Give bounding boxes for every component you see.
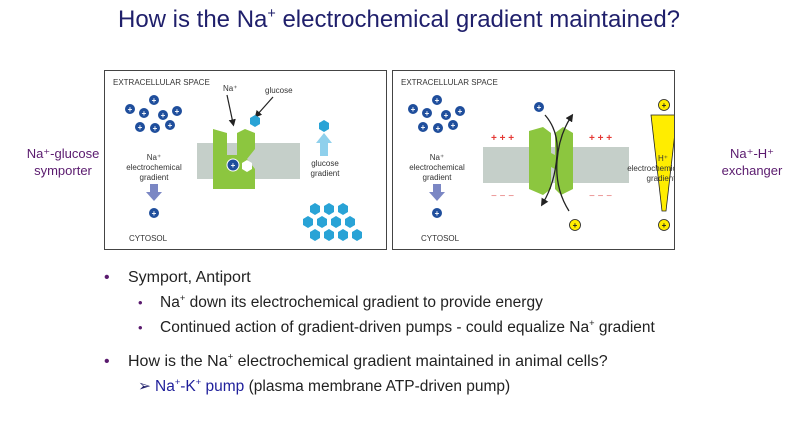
svg-text:+: + — [152, 96, 157, 105]
na-gradient-down-arrow — [429, 184, 445, 201]
h-ion-cytosol-bound — [569, 219, 581, 231]
svg-text:+: + — [421, 123, 426, 132]
plus-charges-right: + + + — [589, 133, 612, 144]
glucose-gradient-up-arrow — [316, 133, 332, 156]
na-ion-cluster — [407, 94, 466, 134]
symporter-diagram: EXTRACELLULAR SPACE CYTOSOL +++ +++ ++ N… — [104, 70, 387, 250]
na-label: Na⁺ — [223, 84, 237, 93]
glucose-gradient-line2: gradient — [311, 169, 341, 178]
glucose-cluster — [303, 203, 362, 241]
arrowhead-bullet-icon: ➢ — [138, 378, 151, 395]
bullet-symport-antiport: Symport, Antiport — [104, 266, 794, 290]
extracellular-space-label: EXTRACELLULAR SPACE — [401, 78, 498, 87]
na-gradient-line3: gradient — [140, 173, 170, 182]
svg-text:+: + — [411, 105, 416, 114]
bound-na-ion — [226, 158, 240, 172]
svg-text:+: + — [662, 101, 667, 110]
bullet-list: Symport, Antiport Na+ down its electroch… — [104, 266, 794, 399]
svg-text:+: + — [662, 221, 667, 230]
svg-text:+: + — [153, 124, 158, 133]
h-gradient-line2: electrochemical — [627, 164, 674, 173]
svg-text:+: + — [168, 121, 173, 130]
na-gradient-line2: electrochemical — [126, 163, 182, 172]
glucose-gradient-line1: glucose — [311, 159, 339, 168]
h-gradient-wedge — [650, 114, 674, 212]
exchanger-label: Na⁺-H⁺ exchanger — [721, 146, 783, 178]
h-ion-top — [658, 99, 670, 111]
svg-text:+: + — [444, 111, 449, 120]
extracellular-space-label: EXTRACELLULAR SPACE — [113, 78, 210, 87]
na-ion-cluster — [124, 94, 183, 134]
minus-charges-left: − − − — [491, 191, 514, 202]
svg-text:+: + — [425, 109, 430, 118]
plus-charges-left: + + + — [491, 133, 514, 144]
svg-text:+: + — [138, 123, 143, 132]
na-ion-cytosol — [431, 207, 443, 219]
symporter-label: Na⁺-glucose symporter — [26, 146, 100, 178]
svg-text:+: + — [537, 103, 542, 112]
na-gradient-down-arrow — [146, 184, 162, 201]
pump-description: (plasma membrane ATP-driven pump) — [248, 378, 511, 395]
na-gradient-line3: gradient — [423, 173, 453, 182]
svg-text:+: + — [231, 161, 236, 170]
bound-glucose-site — [242, 160, 252, 172]
h-gradient-line1: H⁺ — [658, 154, 668, 163]
cytosol-label: CYTOSOL — [129, 234, 168, 243]
exchanger-diagram: EXTRACELLULAR SPACE CYTOSOL + + + + + + … — [392, 70, 675, 250]
bullet-continued-action: Continued action of gradient-driven pump… — [104, 315, 794, 340]
svg-text:+: + — [152, 209, 157, 218]
na-gradient-line1: Na⁺ — [430, 153, 444, 162]
svg-text:+: + — [458, 107, 463, 116]
na-gradient-line2: electrochemical — [409, 163, 465, 172]
na-ion-cytosol — [148, 207, 160, 219]
svg-text:+: + — [142, 109, 147, 118]
svg-text:+: + — [161, 111, 166, 120]
h-gradient-line3: gradient — [647, 174, 674, 183]
minus-charges-right: − − − — [589, 191, 612, 202]
svg-text:+: + — [175, 107, 180, 116]
svg-text:+: + — [435, 209, 440, 218]
glucose-label: glucose — [265, 86, 293, 95]
h-ion-bottom — [658, 219, 670, 231]
bullet-spacer — [104, 340, 794, 350]
svg-text:+: + — [128, 105, 133, 114]
pump-name: Na+-K+ pump — [155, 376, 245, 395]
svg-text:+: + — [451, 121, 456, 130]
bullet-how-maintained: How is the Na+ electrochemical gradient … — [104, 350, 794, 374]
slide-title: How is the Na+ electrochemical gradient … — [117, 6, 681, 33]
na-ion-entering — [533, 101, 545, 113]
bullet-na-k-pump: ➢Na+-K+ pump (plasma membrane ATP-driven… — [104, 374, 794, 399]
bullet-na-down-gradient: Na+ down its electrochemical gradient to… — [104, 290, 794, 315]
cytosol-label: CYTOSOL — [421, 234, 460, 243]
glucose-molecule-top — [319, 120, 329, 132]
glucose-molecule-entering — [250, 115, 260, 127]
svg-text:+: + — [436, 124, 441, 133]
na-gradient-line1: Na⁺ — [147, 153, 161, 162]
svg-text:+: + — [573, 221, 578, 230]
exchanger-protein — [529, 127, 573, 195]
svg-text:+: + — [435, 96, 440, 105]
